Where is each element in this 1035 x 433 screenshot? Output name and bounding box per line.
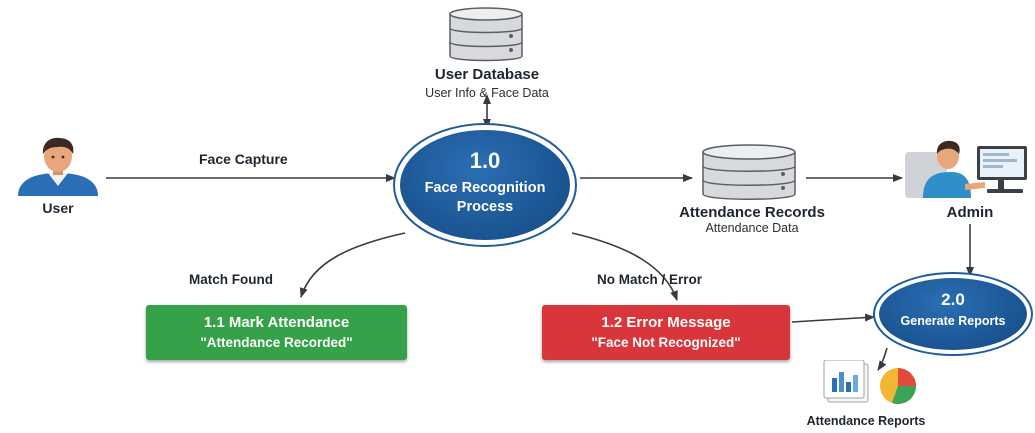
admin-label: Admin xyxy=(946,204,994,221)
process-1-name-line1: Face Recognition xyxy=(424,180,546,196)
process-generate-reports: 2.0 Generate Reports xyxy=(873,272,1033,356)
user-label: User xyxy=(42,200,74,216)
flow-error-to-reports xyxy=(791,313,875,323)
process-face-recognition: 1.0 Face Recognition Process xyxy=(393,123,577,247)
no-match-label: No Match / Error xyxy=(597,272,703,287)
mark-attendance-box: 1.1 Mark Attendance "Attendance Recorded… xyxy=(146,305,407,360)
mark-attendance-title: 1.1 Mark Attendance xyxy=(203,314,350,331)
attendance-records-subtitle: Attendance Data xyxy=(705,221,799,235)
process-1-name-line2: Process xyxy=(456,199,514,215)
flow-to-reports xyxy=(877,347,888,371)
flow-no-match xyxy=(571,232,678,301)
error-message-box: 1.2 Error Message "Face Not Recognized" xyxy=(542,305,790,360)
user-database-title: User Database xyxy=(434,66,540,83)
attendance-records-title: Attendance Records xyxy=(679,204,825,221)
process-1-number: 1.0 xyxy=(469,148,501,173)
report-chart-icon xyxy=(823,360,916,405)
attendance-reports-label: Attendance Reports xyxy=(806,414,926,428)
user-database-icon xyxy=(449,7,523,62)
error-message-text: "Face Not Recognized" xyxy=(591,335,741,350)
mark-attendance-message: "Attendance Recorded" xyxy=(200,335,353,350)
process-2-name: Generate Reports xyxy=(900,314,1006,328)
error-message-title: 1.2 Error Message xyxy=(601,314,731,331)
process-2-number: 2.0 xyxy=(941,290,965,309)
user-entity: User xyxy=(12,136,104,220)
match-found-label: Match Found xyxy=(189,272,273,287)
attendance-records-database-icon xyxy=(702,144,796,200)
admin-workstation-icon xyxy=(905,140,1027,198)
flow-match-found xyxy=(299,232,406,298)
user-database-subtitle: User Info & Face Data xyxy=(425,86,549,100)
face-capture-label: Face Capture xyxy=(199,151,288,167)
user-avatar-icon xyxy=(18,137,98,196)
